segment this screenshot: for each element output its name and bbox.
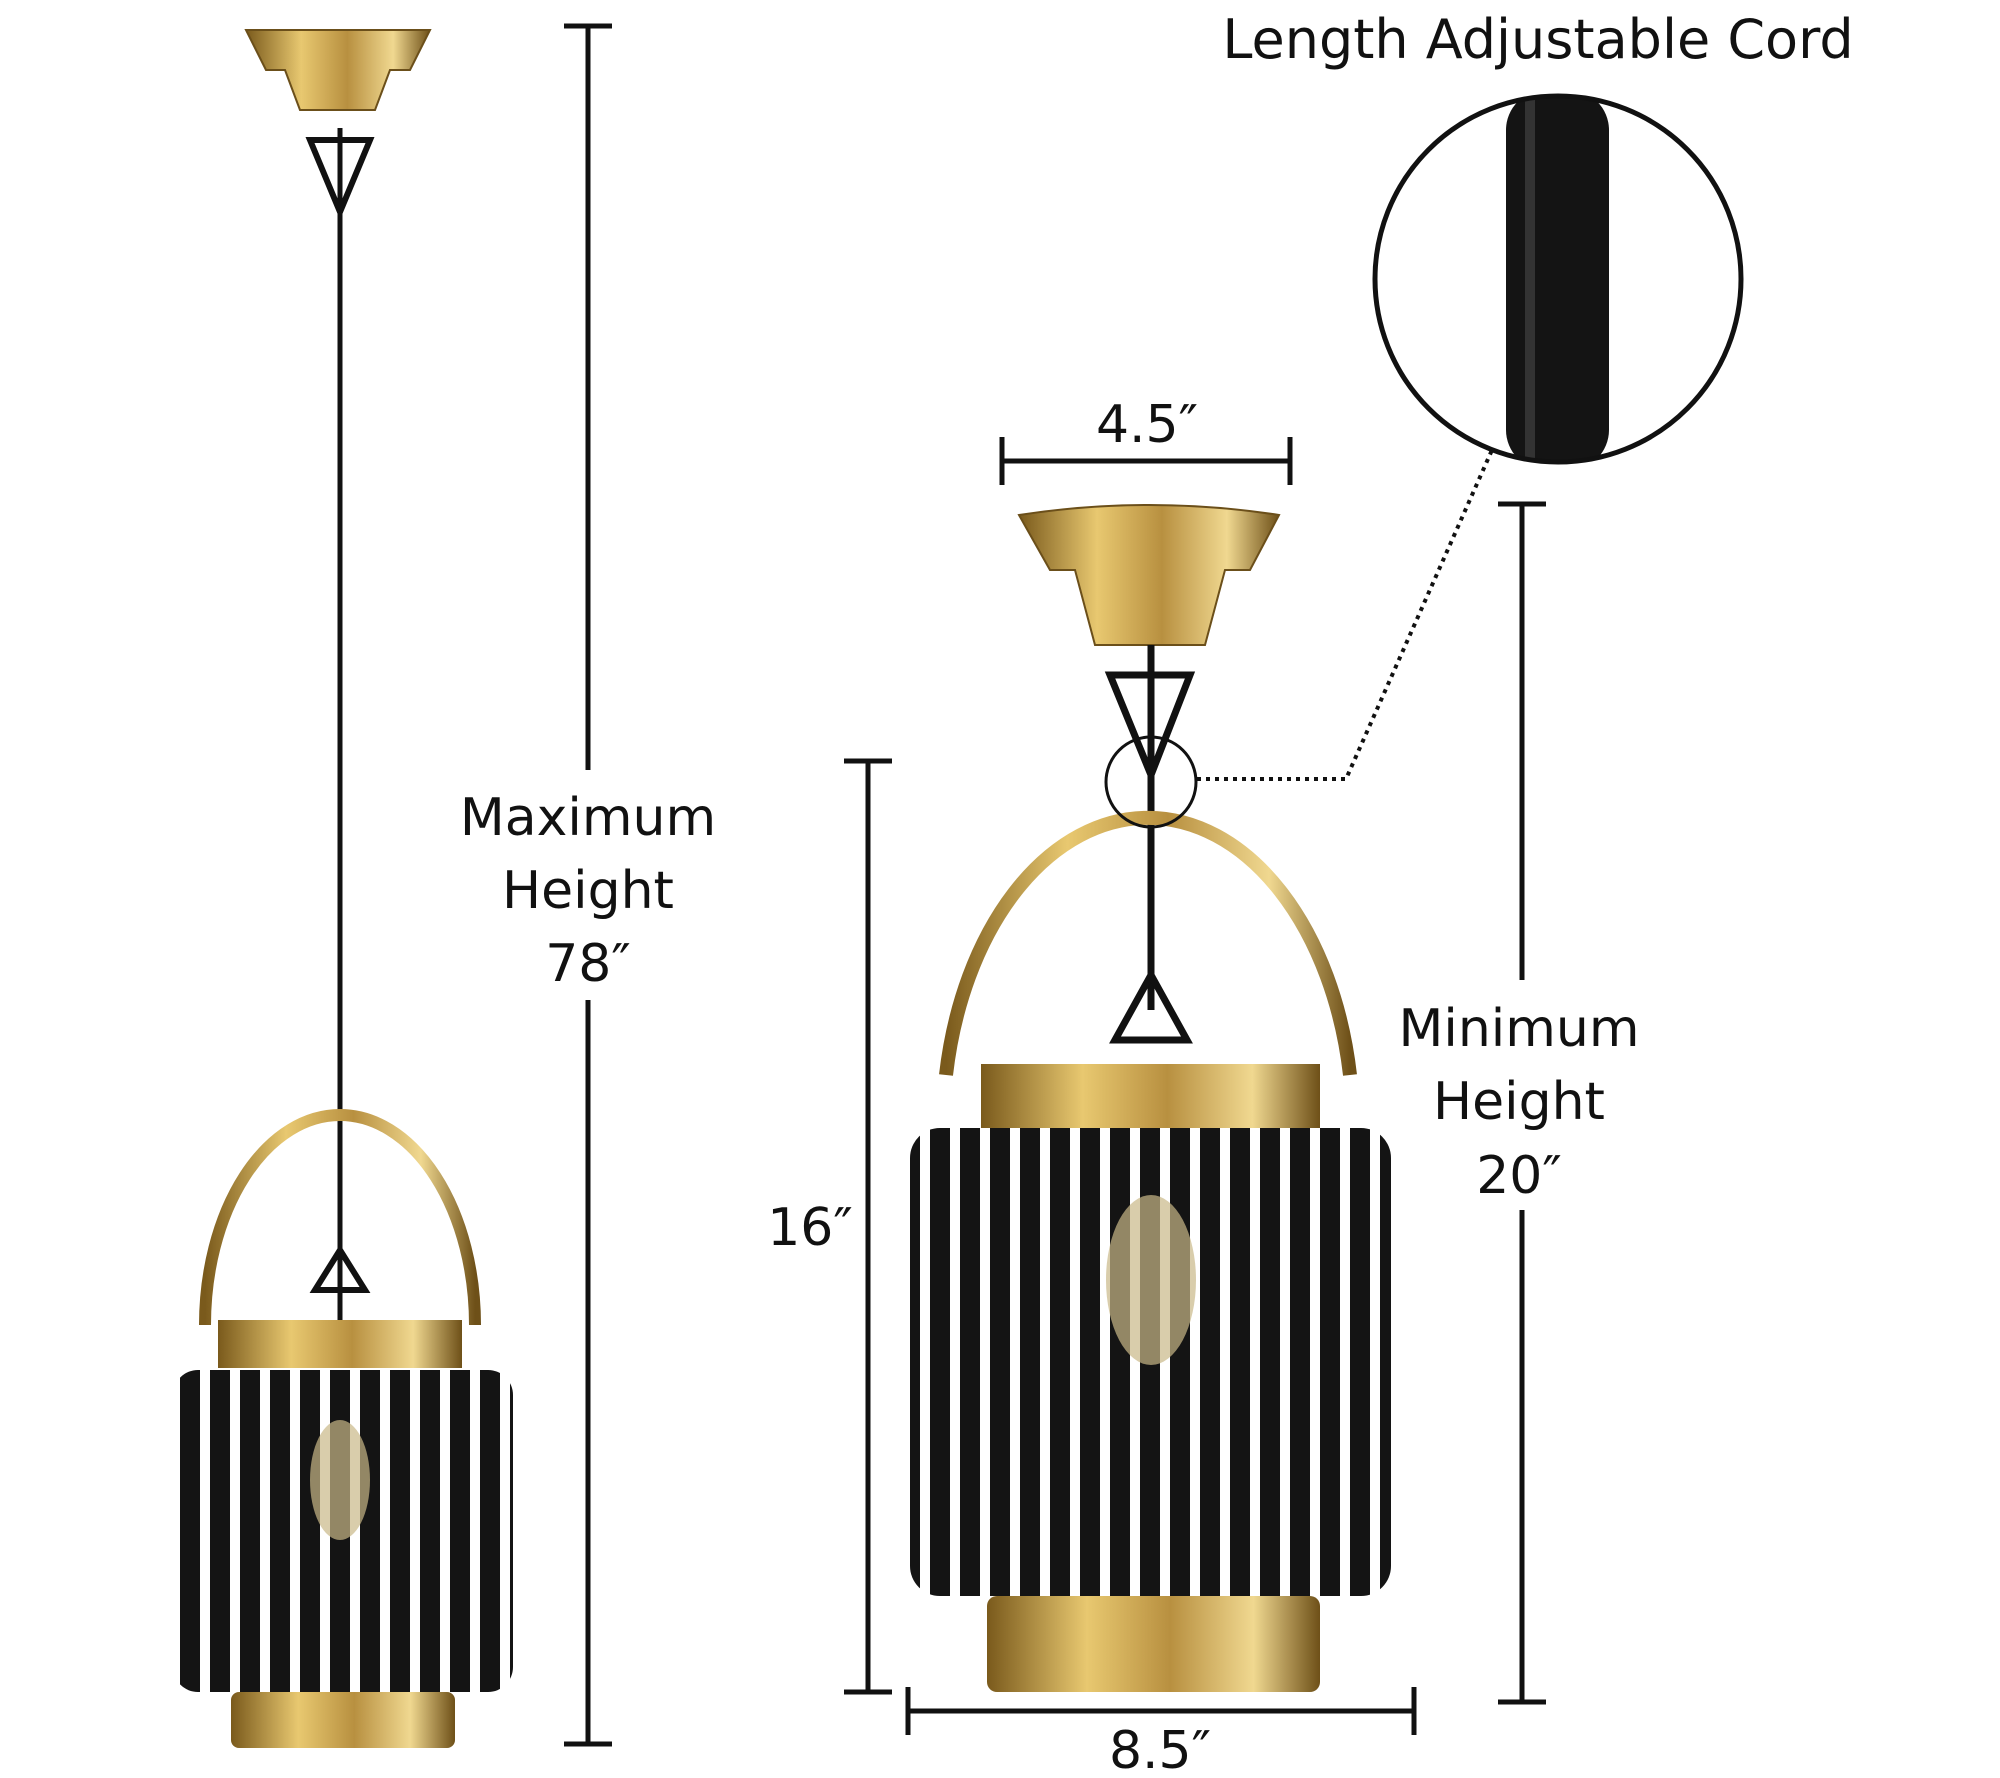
body-width-value: 8.5″	[1109, 1721, 1211, 1778]
left-bulb	[310, 1420, 370, 1540]
leader-line	[1197, 449, 1494, 781]
right-canopy	[1017, 504, 1281, 646]
canopy-width-dimension: 4.5″	[999, 395, 1293, 485]
zoom-circle	[1372, 93, 1744, 465]
left-lamp-max-height	[173, 29, 513, 1748]
max-height-value: 78″	[545, 934, 631, 994]
right-top-band	[981, 1064, 1320, 1128]
zoomed-cord	[1506, 96, 1609, 462]
max-height-label-2: Height	[502, 861, 674, 921]
body-height-value: 16″	[767, 1198, 853, 1258]
right-bottom-ring	[987, 1596, 1320, 1692]
right-lamp-min-height	[910, 504, 1391, 1692]
min-height-label-2: Height	[1433, 1072, 1605, 1132]
left-top-band	[218, 1320, 462, 1368]
min-height-label-1: Minimum	[1399, 999, 1640, 1059]
max-height-dimension: Maximum Height 78″	[460, 23, 716, 1747]
callout-title: Length Adjustable Cord	[1222, 8, 1853, 71]
cord-callout: Length Adjustable Cord	[1104, 8, 1854, 829]
max-height-label-1: Maximum	[460, 788, 716, 848]
canopy-width-value: 4.5″	[1096, 395, 1198, 455]
left-socket-grip	[309, 1244, 371, 1293]
min-height-value: 20″	[1476, 1146, 1562, 1206]
left-handle	[199, 1109, 481, 1326]
detail-marker-circle	[1104, 735, 1198, 829]
left-bottom-ring	[231, 1692, 455, 1748]
body-width-dimension: 8.5″	[905, 1687, 1417, 1778]
right-bulb	[1106, 1195, 1196, 1365]
right-handle	[939, 810, 1357, 1076]
right-socket-grip	[1109, 967, 1193, 1044]
body-height-dimension: 16″	[767, 758, 892, 1695]
left-canopy	[244, 29, 432, 111]
min-height-dimension: Minimum Height 20″	[1399, 501, 1640, 1705]
